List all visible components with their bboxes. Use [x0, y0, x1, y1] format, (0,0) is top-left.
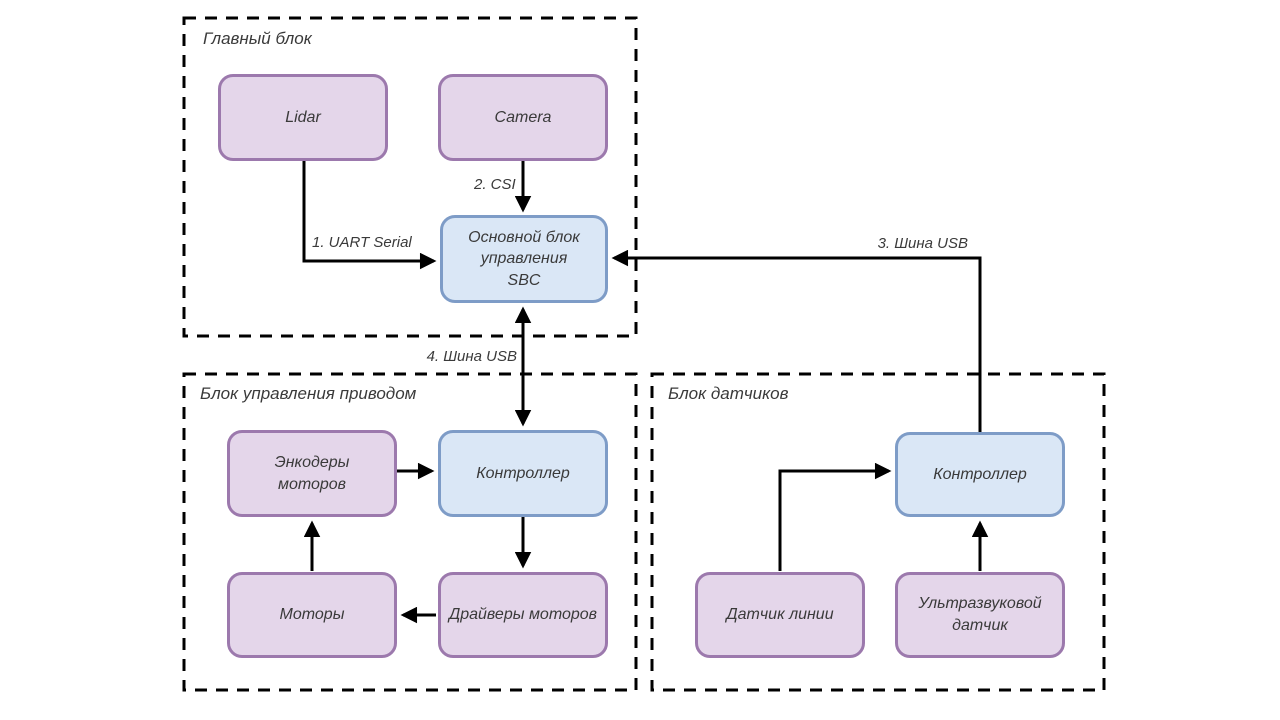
node-motor-encoders: Энкодеры моторов [227, 430, 397, 517]
node-motor-drivers: Драйверы моторов [438, 572, 608, 658]
node-sensors-controller: Контроллер [895, 432, 1065, 517]
node-motor-drivers-label: Драйверы моторов [448, 606, 598, 624]
node-line-sensor: Датчик линии [695, 572, 865, 658]
container-drive-border [182, 372, 638, 692]
edge-label-usb-bus-4: 4. Шина USB [426, 348, 517, 365]
container-main-border [182, 16, 638, 338]
container-label-main: Главный блок [203, 29, 312, 48]
container-sensors-border [650, 372, 1106, 692]
node-motors-label: Моторы [279, 606, 345, 624]
container-label-sensors: Блок датчиков [668, 384, 789, 403]
node-lidar-label: Lidar [285, 108, 321, 126]
edge-uart-lidar-to-sbc [302, 161, 437, 270]
edge-linesensor-to-sensorsctl [778, 462, 892, 571]
node-camera-label: Camera [494, 108, 552, 126]
edge-usb3-sensorsctl-to-sbc [611, 249, 982, 432]
node-sbc-label: Основной блок управления SBC [468, 228, 580, 289]
node-ultrasonic-sensor-label: Ультразвуковой датчик [918, 595, 1042, 634]
node-drive-controller-label: Контроллер [476, 464, 570, 482]
node-sensors-controller-label: Контроллер [933, 465, 1027, 483]
edge-label-usb-bus-3: 3. Шина USB [877, 235, 968, 252]
node-drive-controller: Контроллер [438, 430, 608, 517]
edge-label-uart-serial: 1. UART Serial [312, 234, 412, 251]
container-label-drive: Блок управления приводом [200, 384, 417, 403]
node-motor-encoders-label: Энкодеры моторов [274, 453, 350, 493]
node-sbc-main-control-unit: Основной блок управления SBC [440, 215, 608, 303]
node-ultrasonic-sensor: Ультразвуковой датчик [895, 572, 1065, 658]
node-line-sensor-label: Датчик линии [726, 606, 834, 624]
node-camera: Camera [438, 74, 608, 161]
edge-label-csi: 2. CSI [474, 176, 516, 193]
node-lidar: Lidar [218, 74, 388, 161]
node-motors: Моторы [227, 572, 397, 658]
